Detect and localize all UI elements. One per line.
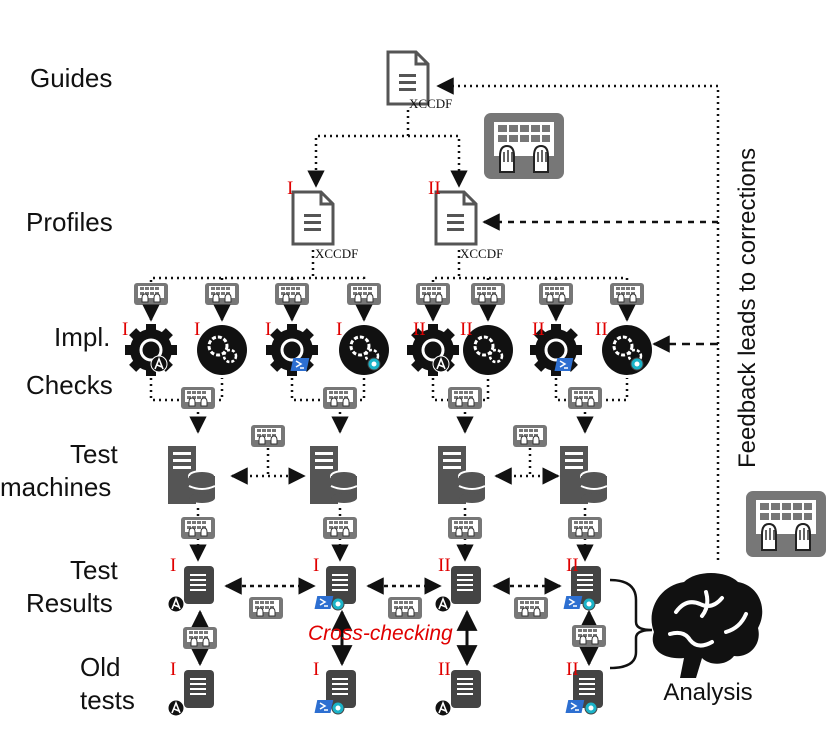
- svg-text:II: II: [532, 319, 545, 340]
- profile-ii-marker: II: [428, 178, 441, 199]
- svg-text:II: II: [413, 319, 426, 340]
- svg-text:II: II: [460, 319, 473, 340]
- feedback-connector: [436, 77, 720, 560]
- svg-text:I: I: [336, 319, 342, 340]
- checks-keyboards: [180, 386, 603, 410]
- results-bracket: [609, 578, 653, 670]
- svg-text:II: II: [438, 659, 451, 680]
- machine-link-keyboards: [250, 424, 548, 448]
- svg-text:I: I: [265, 319, 271, 340]
- label-profiles: Profiles: [26, 207, 113, 237]
- label-old-tests-2: tests: [80, 685, 135, 715]
- label-test-results-1: Test: [70, 555, 118, 585]
- analysis-label: Analysis: [663, 679, 752, 706]
- svg-text:I: I: [313, 555, 319, 576]
- cross-checking-label: Cross-checking: [308, 622, 453, 645]
- brain-icon: [651, 573, 763, 678]
- svg-text:II: II: [566, 555, 579, 576]
- svg-text:I: I: [122, 319, 128, 340]
- profile-i-xccdf-tag: XCCDF: [315, 246, 358, 261]
- svg-text:II: II: [595, 319, 608, 340]
- svg-text:II: II: [566, 659, 579, 680]
- old-test-icons: [167, 670, 603, 717]
- profile-ii-xccdf-tag: XCCDF: [460, 246, 503, 261]
- machines-to-results-connector: [189, 508, 594, 562]
- label-test-results-2: Results: [26, 588, 113, 618]
- feedback-label: Feedback leads to corrections: [734, 147, 761, 468]
- svg-text:I: I: [170, 555, 176, 576]
- profile-i-document-icon: [291, 190, 335, 246]
- profile-ii-document-icon: [434, 190, 478, 246]
- svg-text:I: I: [313, 659, 319, 680]
- impl-check-icons: [123, 322, 654, 378]
- keyboard-hands-icon: [483, 112, 565, 180]
- svg-text:II: II: [438, 555, 451, 576]
- svg-text:I: I: [170, 659, 176, 680]
- impl-markers: I I I I II II II II: [122, 319, 608, 340]
- result-markers: I I II II: [170, 555, 579, 576]
- results-keyboards: [180, 516, 603, 540]
- guides-to-profiles-connector: [307, 110, 468, 188]
- label-test-machines-1: Test: [70, 439, 118, 469]
- impl-arrows: [142, 304, 636, 322]
- label-test-machines-2: machines: [0, 472, 112, 502]
- label-impl: Impl.: [54, 322, 111, 352]
- checks-to-machines-connector: [149, 378, 629, 434]
- cross-checking-keyboards: [248, 596, 549, 620]
- machine-link-connectors: [230, 448, 560, 485]
- guide-xccdf-tag: XCCDF: [409, 96, 452, 111]
- profile-i-marker: I: [287, 178, 293, 199]
- old-markers: I I II II: [170, 659, 579, 680]
- label-guides: Guides: [30, 63, 113, 93]
- label-old-tests-1: Old: [80, 652, 121, 682]
- label-checks: Checks: [26, 370, 113, 400]
- svg-text:I: I: [194, 319, 200, 340]
- feedback-keyboard-icon: [745, 490, 827, 558]
- impl-keyboards: [133, 282, 645, 306]
